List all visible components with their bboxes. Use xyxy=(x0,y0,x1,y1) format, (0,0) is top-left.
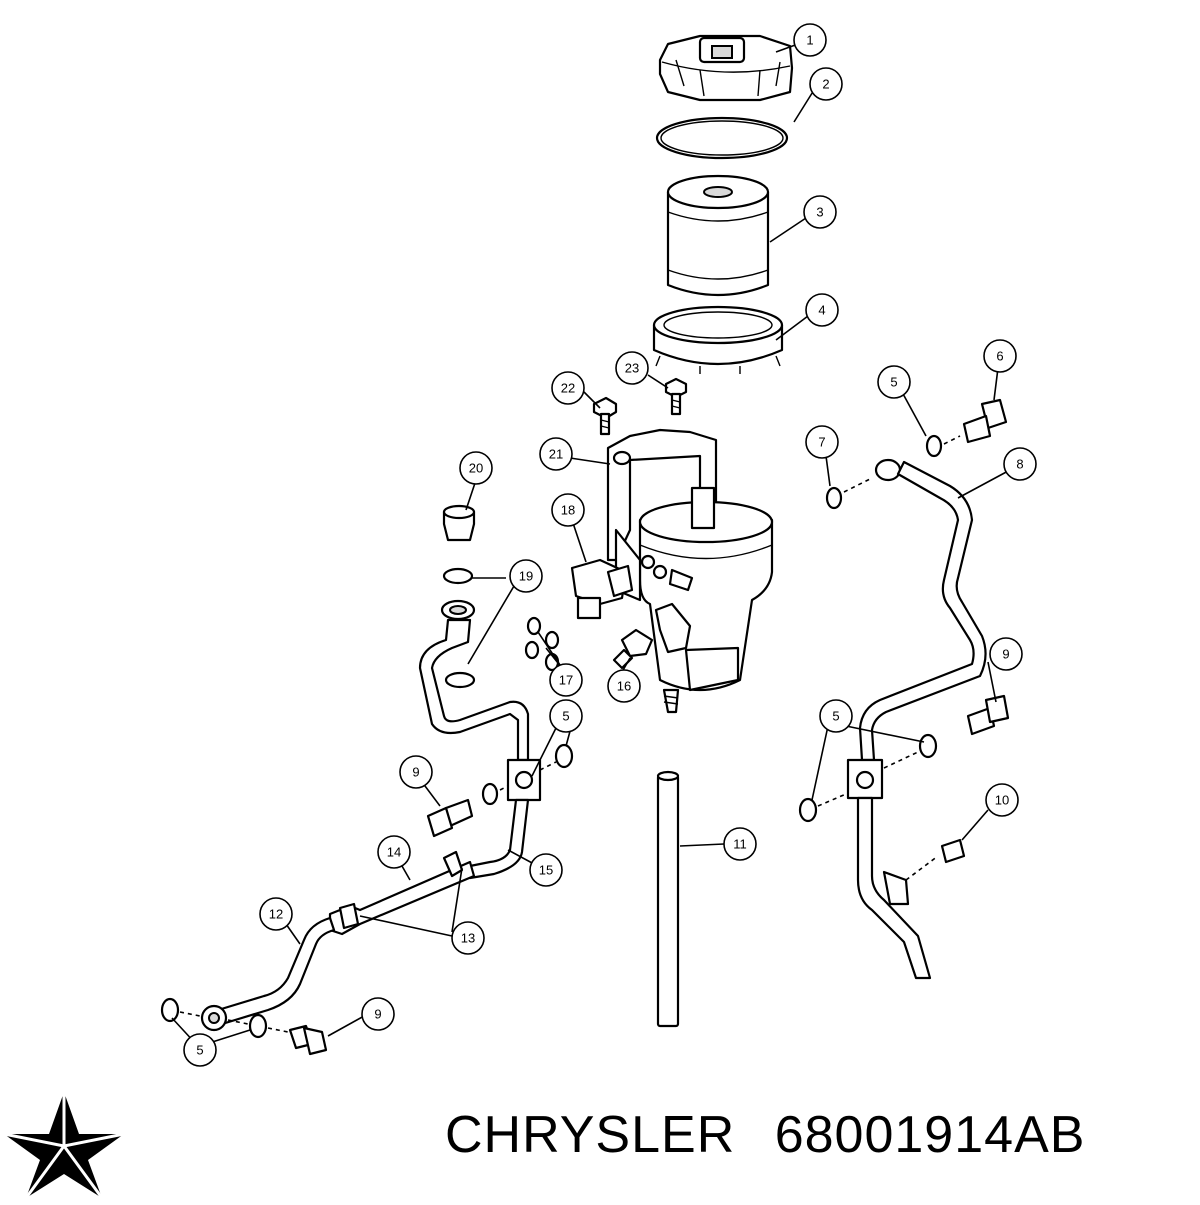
sensor xyxy=(570,558,634,620)
part-number: 68001914AB xyxy=(774,1106,1086,1164)
filter-cap xyxy=(658,34,794,102)
svg-text:23: 23 xyxy=(625,361,639,376)
svg-text:19: 19 xyxy=(519,569,533,584)
plug-20 xyxy=(442,504,476,542)
callout-14: 14 xyxy=(377,835,411,869)
svg-text:14: 14 xyxy=(387,845,401,860)
svg-text:16: 16 xyxy=(617,679,631,694)
callout-10: 10 xyxy=(985,783,1019,817)
callout-9-right: 9 xyxy=(989,637,1023,671)
svg-text:5: 5 xyxy=(890,375,897,390)
o-ring xyxy=(655,116,789,160)
callout-9-bottom: 9 xyxy=(361,997,395,1031)
callout-21: 21 xyxy=(539,437,573,471)
callout-5-right: 5 xyxy=(819,699,853,733)
pentastar-icon xyxy=(0,1088,128,1200)
filter-housing xyxy=(606,428,774,714)
bolt-22 xyxy=(592,396,618,436)
callout-7: 7 xyxy=(805,425,839,459)
callout-23: 23 xyxy=(615,351,649,385)
callout-3: 3 xyxy=(803,195,837,229)
svg-text:17: 17 xyxy=(559,673,573,688)
drain-fitting xyxy=(612,628,654,670)
svg-text:6: 6 xyxy=(996,349,1003,364)
svg-text:15: 15 xyxy=(539,863,553,878)
svg-text:5: 5 xyxy=(832,709,839,724)
part-caption: CHRYSLER 68001914AB xyxy=(445,1105,1195,1185)
svg-text:20: 20 xyxy=(469,461,483,476)
callout-8: 8 xyxy=(1003,447,1037,481)
callout-2: 2 xyxy=(809,67,843,101)
callout-16: 16 xyxy=(607,669,641,703)
callout-5-bottom: 5 xyxy=(183,1033,217,1067)
tube-11 xyxy=(656,770,680,1028)
svg-text:9: 9 xyxy=(1002,647,1009,662)
callout-11: 11 xyxy=(723,827,757,861)
callout-9-left: 9 xyxy=(399,755,433,789)
callout-1: 1 xyxy=(793,23,827,57)
fuel-line-lower-left xyxy=(160,850,476,1056)
brand-name: CHRYSLER xyxy=(445,1106,736,1164)
callout-12: 12 xyxy=(259,897,293,931)
svg-text:5: 5 xyxy=(562,709,569,724)
svg-text:18: 18 xyxy=(561,503,575,518)
svg-text:21: 21 xyxy=(549,447,563,462)
svg-text:9: 9 xyxy=(412,765,419,780)
filter-element xyxy=(666,174,770,297)
callout-6: 6 xyxy=(983,339,1017,373)
svg-text:12: 12 xyxy=(269,907,283,922)
svg-text:7: 7 xyxy=(818,435,825,450)
callout-13: 13 xyxy=(451,921,485,955)
callout-20: 20 xyxy=(459,451,493,485)
svg-text:1: 1 xyxy=(806,33,813,48)
bolt-23 xyxy=(664,377,688,416)
svg-text:10: 10 xyxy=(995,793,1009,808)
svg-text:4: 4 xyxy=(818,303,825,318)
callout-19: 19 xyxy=(509,559,543,593)
svg-text:22: 22 xyxy=(561,381,575,396)
callout-5-left: 5 xyxy=(549,699,583,733)
svg-text:3: 3 xyxy=(816,205,823,220)
fuel-line-right xyxy=(798,398,1010,980)
callout-17: 17 xyxy=(549,663,583,697)
callout-4: 4 xyxy=(805,293,839,327)
svg-text:2: 2 xyxy=(822,77,829,92)
svg-text:9: 9 xyxy=(374,1007,381,1022)
callout-15: 15 xyxy=(529,853,563,887)
svg-text:8: 8 xyxy=(1016,457,1023,472)
svg-text:13: 13 xyxy=(461,931,475,946)
svg-text:5: 5 xyxy=(196,1043,203,1058)
callout-5-upper-right: 5 xyxy=(877,365,911,399)
svg-text:11: 11 xyxy=(733,837,747,852)
washers-17 xyxy=(524,616,560,672)
callout-22: 22 xyxy=(551,371,585,405)
filter-ring xyxy=(652,305,784,374)
bolt-9-left xyxy=(426,743,574,838)
leader-lines xyxy=(171,43,1011,1045)
callout-18: 18 xyxy=(551,493,585,527)
